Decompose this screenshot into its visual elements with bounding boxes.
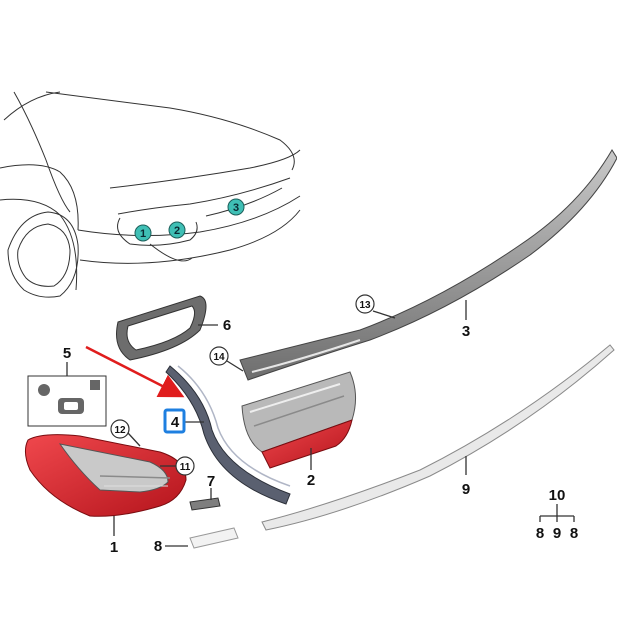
- label-part-1: 1: [110, 539, 118, 556]
- label-part-3: 3: [462, 323, 470, 340]
- callout-12-label: 12: [114, 425, 126, 436]
- highlight-box-4: [163, 408, 186, 434]
- car-callout-3-label: 3: [233, 202, 239, 214]
- part-1-outer-taillight[interactable]: [24, 434, 187, 517]
- leader-14: [226, 360, 244, 372]
- callout-14[interactable]: 14: [209, 346, 229, 366]
- leader-13: [372, 310, 396, 319]
- callout-14-label: 14: [213, 352, 225, 363]
- part-4-gasket-strip[interactable]: [165, 365, 291, 505]
- part-2-inner-taillight[interactable]: [241, 371, 356, 469]
- part-7-bracket[interactable]: [189, 497, 221, 511]
- callout-12[interactable]: 12: [110, 419, 130, 439]
- car-callout-1-label: 1: [140, 228, 146, 240]
- kit-parent-label: 10: [549, 487, 566, 504]
- kit-child-3: 8: [570, 525, 578, 542]
- car-callout-2-label: 2: [174, 225, 180, 237]
- callout-11[interactable]: 11: [175, 456, 195, 476]
- part-9-trim-strip[interactable]: [261, 344, 615, 531]
- kit-child-1: 8: [536, 525, 544, 542]
- label-part-7: 7: [207, 473, 215, 490]
- label-part-4: 4: [171, 414, 180, 431]
- kit-child-2: 9: [553, 525, 561, 542]
- leader-12: [127, 432, 141, 447]
- label-part-2: 2: [307, 472, 315, 489]
- part-8-clip[interactable]: [189, 527, 239, 549]
- callout-13-label: 13: [359, 300, 371, 311]
- car-callout-2[interactable]: 2: [168, 221, 186, 239]
- label-part-9: 9: [462, 481, 470, 498]
- label-part-6: 6: [223, 317, 231, 334]
- kit-10-tree: 10 8 9 8: [536, 487, 578, 542]
- red-arrow-icon: [85, 345, 185, 398]
- car-callout-1[interactable]: 1: [134, 224, 152, 242]
- label-part-8: 8: [154, 538, 162, 555]
- callout-11-label: 11: [180, 462, 191, 473]
- label-part-5: 5: [63, 345, 71, 362]
- part-6-gasket[interactable]: [116, 295, 207, 361]
- part-5-seal-kit[interactable]: [27, 375, 107, 427]
- callout-13[interactable]: 13: [355, 294, 375, 314]
- car-callout-3[interactable]: 3: [227, 198, 245, 216]
- part-3-trunk-trim[interactable]: [239, 149, 617, 381]
- car-rear-outline: [0, 91, 301, 298]
